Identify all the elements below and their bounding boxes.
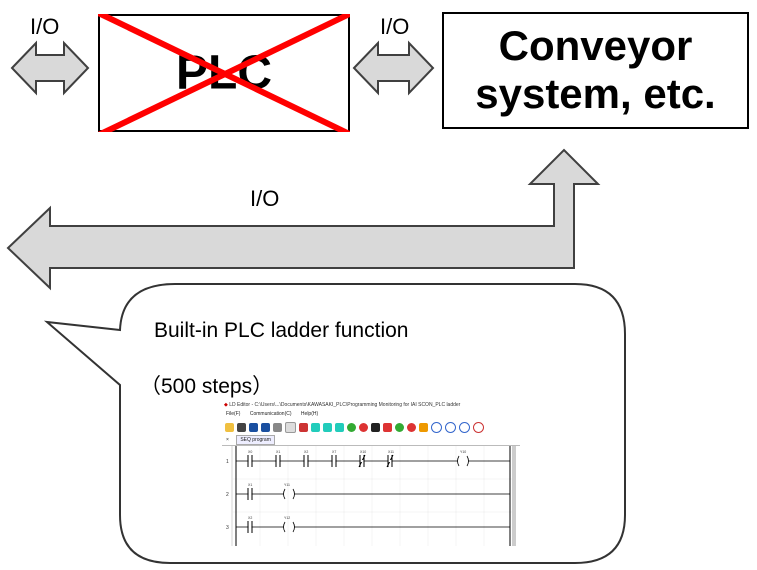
new-file-icon[interactable] (225, 422, 234, 432)
run-icon[interactable] (347, 422, 356, 432)
contact-label: X0 (248, 450, 252, 454)
tab-seq-program[interactable]: SEQ program (236, 435, 275, 445)
rung-number-2: 2 (226, 492, 229, 498)
cut-icon[interactable] (299, 422, 308, 432)
menu-help[interactable]: Help(H) (300, 411, 319, 417)
editor-menu-bar: File(F) Communication(C) Help(H) (222, 410, 520, 419)
coil-label: Y11 (284, 483, 290, 487)
io-double-arrow-middle (352, 40, 435, 96)
io-label-bottom: I/O (250, 186, 280, 211)
io-label-left: I/O (30, 14, 60, 39)
rung-number-1: 1 (226, 459, 229, 465)
editor-window-title: LD Editor - C:\Users\...\Documents\KAWAS… (229, 402, 461, 408)
contact-label: X1 (276, 450, 280, 454)
editor-toolbar (222, 419, 520, 435)
line-icon[interactable] (335, 422, 344, 432)
search-icon[interactable] (431, 421, 442, 433)
conveyor-box: Conveyor system, etc. (442, 12, 749, 129)
erase-icon[interactable] (383, 422, 392, 432)
contact-label: X1 (248, 483, 252, 487)
disconnect-icon[interactable] (407, 422, 416, 432)
conveyor-label-line2: system, etc. (475, 70, 716, 117)
print-icon[interactable] (273, 422, 282, 432)
zoom-out-icon[interactable] (459, 421, 470, 433)
cross-out-mark (98, 14, 350, 132)
menu-communication[interactable]: Communication(C) (249, 411, 292, 417)
editor-title-bar: ◆ LD Editor - C:\Users\...\Documents\KAW… (222, 400, 520, 410)
contact-icon[interactable] (311, 422, 320, 432)
contact-label: X10 (360, 450, 366, 454)
io-l-arrow (6, 148, 601, 291)
callout-title: Built-in PLC ladder function (154, 319, 409, 342)
zoom-reset-icon[interactable] (473, 421, 484, 433)
contact-label: X2 (248, 516, 252, 520)
ladder-editor-screenshot: ◆ LD Editor - C:\Users\...\Documents\KAW… (222, 400, 520, 546)
io-double-arrow-left (10, 40, 90, 96)
contact-label: X2 (304, 450, 308, 454)
stop-icon[interactable] (359, 422, 368, 432)
coil-label: Y10 (460, 450, 466, 454)
menu-file[interactable]: File(F) (226, 411, 241, 417)
save-icon[interactable] (249, 422, 258, 432)
zoom-in-icon[interactable] (445, 421, 456, 433)
plc-box: PLC (98, 14, 350, 132)
connect-icon[interactable] (395, 422, 404, 432)
ladder-diagram: 1 X0 X1 X2 X7 X10 X11 Y10 2 X1 (222, 446, 520, 546)
contact-label: X7 (332, 450, 336, 454)
save-as-icon[interactable] (261, 422, 270, 432)
io-label-middle: I/O (380, 14, 410, 39)
monitor-icon[interactable] (419, 422, 428, 432)
editor-tab-row: × SEQ program (222, 435, 520, 446)
cursor-icon[interactable] (285, 421, 296, 433)
open-icon[interactable] (237, 422, 246, 432)
app-icon: ◆ (224, 402, 228, 408)
pen-icon[interactable] (371, 422, 380, 432)
contact-nc-icon[interactable] (323, 422, 332, 432)
coil-label: Y12 (284, 516, 290, 520)
contact-label: X11 (388, 450, 394, 454)
tab-close-icon[interactable]: × (226, 437, 229, 443)
rung-number-3: 3 (226, 525, 229, 531)
callout-steps: （500 steps） (140, 375, 274, 398)
conveyor-label-line1: Conveyor (498, 22, 693, 69)
